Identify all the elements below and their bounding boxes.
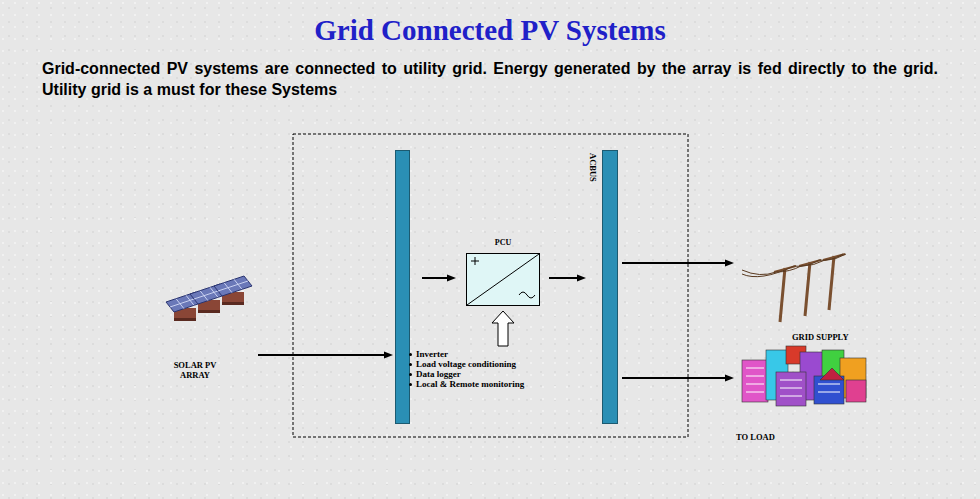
node-pcu: PCU <box>466 238 540 306</box>
pcu-enclosure <box>293 134 688 437</box>
diagram-title: Grid Connected PV Systems <box>0 14 980 47</box>
solar-panels <box>166 276 252 321</box>
load-buildings <box>742 346 866 406</box>
node-array: SOLAR PV ARRAY <box>160 276 260 380</box>
pcu-heading: PCU <box>466 238 540 248</box>
bullet-list: InverterLoad voltage conditioningData lo… <box>408 349 524 389</box>
bullet-dot <box>409 363 412 366</box>
windows <box>746 368 840 396</box>
flow-arrow <box>258 352 393 359</box>
icon-label: SOLAR PV ARRAY <box>170 360 220 380</box>
flow-arrow <box>549 275 586 282</box>
converter-symbol <box>467 254 539 305</box>
control-arrow <box>492 311 514 346</box>
bullet-item: Data logger <box>408 369 524 379</box>
flow-arrow <box>622 260 734 267</box>
node-grid: GRID SUPPLY <box>736 250 846 342</box>
bullet-dot <box>409 353 412 356</box>
flow-arrow <box>622 375 734 382</box>
bullet-item: Local & Remote monitoring <box>408 379 524 389</box>
icon-label: GRID SUPPLY <box>792 332 849 342</box>
bullet-dot <box>409 373 412 376</box>
converter-box <box>466 253 540 306</box>
bus-label: ACBUS <box>588 153 598 182</box>
grid-poles <box>742 254 846 322</box>
node-acbus: ACBUS <box>602 150 618 424</box>
icon-label: TO LOAD <box>736 432 775 442</box>
bullet-dot <box>409 383 412 386</box>
node-load: TO LOAD <box>736 342 872 442</box>
bullet-item: Load voltage conditioning <box>408 359 524 369</box>
flow-arrow <box>422 275 456 282</box>
bullet-item: Inverter <box>408 349 524 359</box>
description-text: Grid-connected PV systems are connected … <box>42 58 938 100</box>
node-bar: InverterLoad voltage conditioningData lo… <box>395 150 410 424</box>
